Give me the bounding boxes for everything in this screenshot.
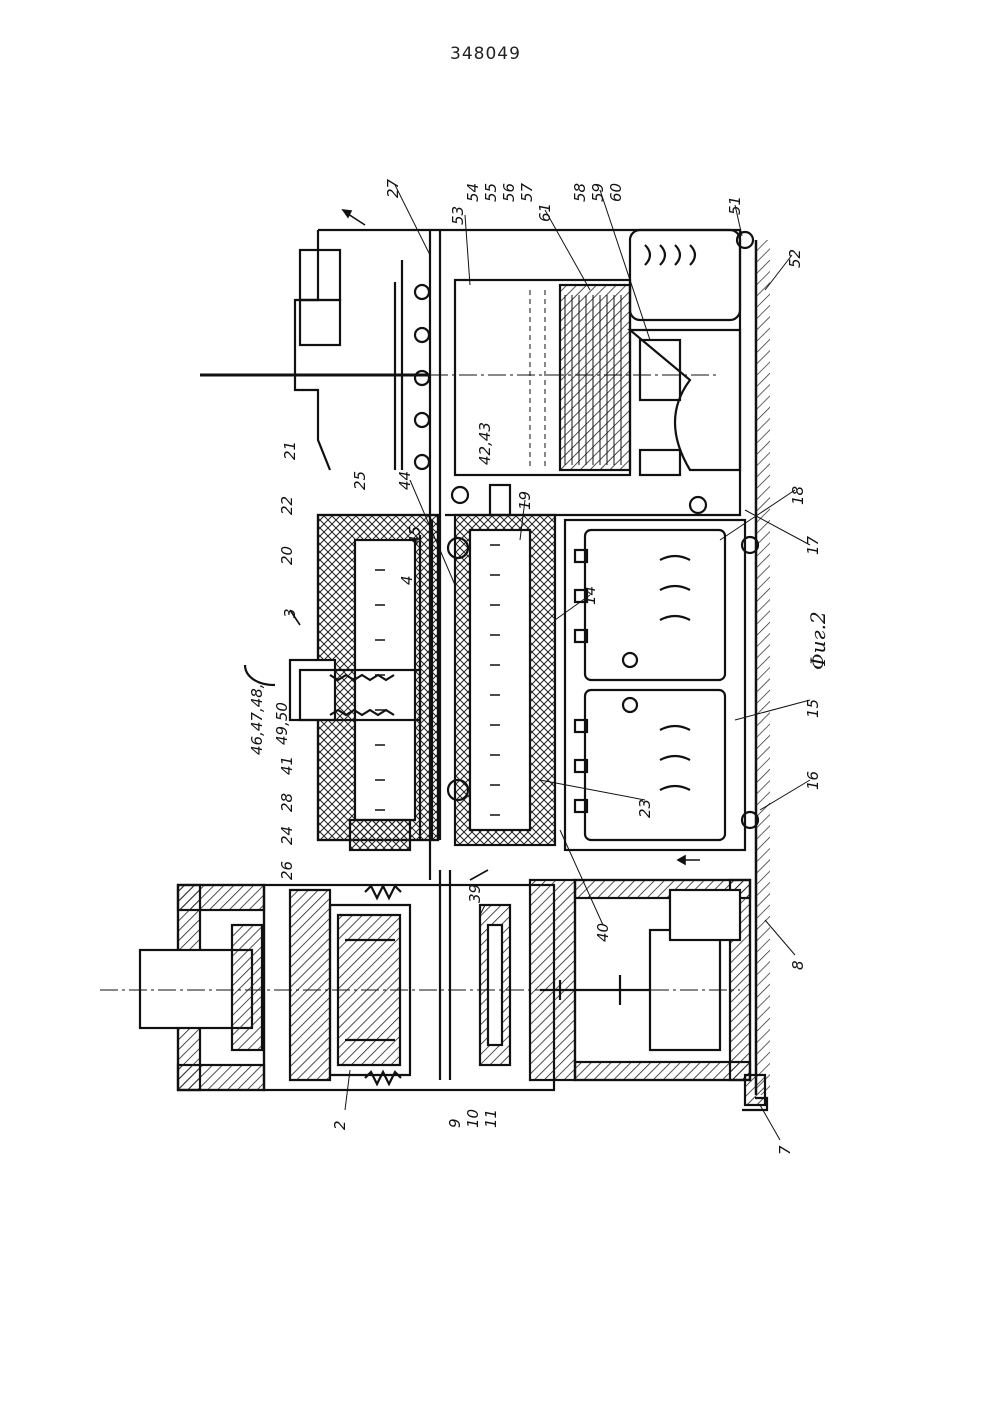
label-42-43: 42,43	[476, 422, 494, 465]
label-55: 55	[482, 183, 500, 202]
label-28: 28	[278, 793, 296, 812]
label-9: 9	[446, 1118, 464, 1128]
label-41: 41	[278, 756, 296, 775]
label-44: 44	[396, 471, 414, 490]
label-39: 39	[466, 884, 484, 903]
label-40: 40	[594, 923, 612, 942]
label-52: 52	[786, 249, 804, 268]
figure-caption: Фиг.2	[806, 611, 830, 670]
label-22: 22	[278, 496, 296, 515]
label-21: 21	[281, 441, 299, 460]
generator-cabinet	[565, 520, 758, 850]
label-17: 17	[804, 535, 822, 555]
label-56: 56	[500, 183, 518, 202]
label-7: 7	[776, 1145, 794, 1155]
label-60: 60	[607, 183, 625, 202]
label-2: 2	[331, 1120, 349, 1130]
label-26: 26	[278, 861, 296, 880]
label-15: 15	[804, 699, 822, 718]
label-61: 61	[536, 203, 554, 222]
label-8: 8	[789, 960, 807, 970]
label-58: 58	[571, 183, 589, 202]
label-3: 3	[281, 608, 299, 618]
label-16: 16	[804, 771, 822, 790]
label-10: 10	[464, 1109, 482, 1128]
label-24: 24	[278, 826, 296, 845]
floor	[756, 240, 770, 1095]
label-4: 4	[398, 575, 416, 585]
label-57: 57	[518, 182, 536, 202]
label-23: 23	[636, 799, 654, 818]
label-49-50: 49,50	[273, 702, 291, 745]
label-20: 20	[278, 546, 296, 565]
label-11: 11	[482, 1109, 500, 1128]
label-59: 59	[589, 183, 607, 202]
label-54: 54	[464, 183, 482, 202]
label-25: 25	[351, 471, 369, 490]
label-46-48: 46,47,48,	[248, 683, 266, 755]
label-27: 27	[384, 178, 402, 198]
label-45: 45	[406, 526, 424, 545]
label-53: 53	[449, 206, 467, 225]
label-18: 18	[789, 486, 807, 505]
